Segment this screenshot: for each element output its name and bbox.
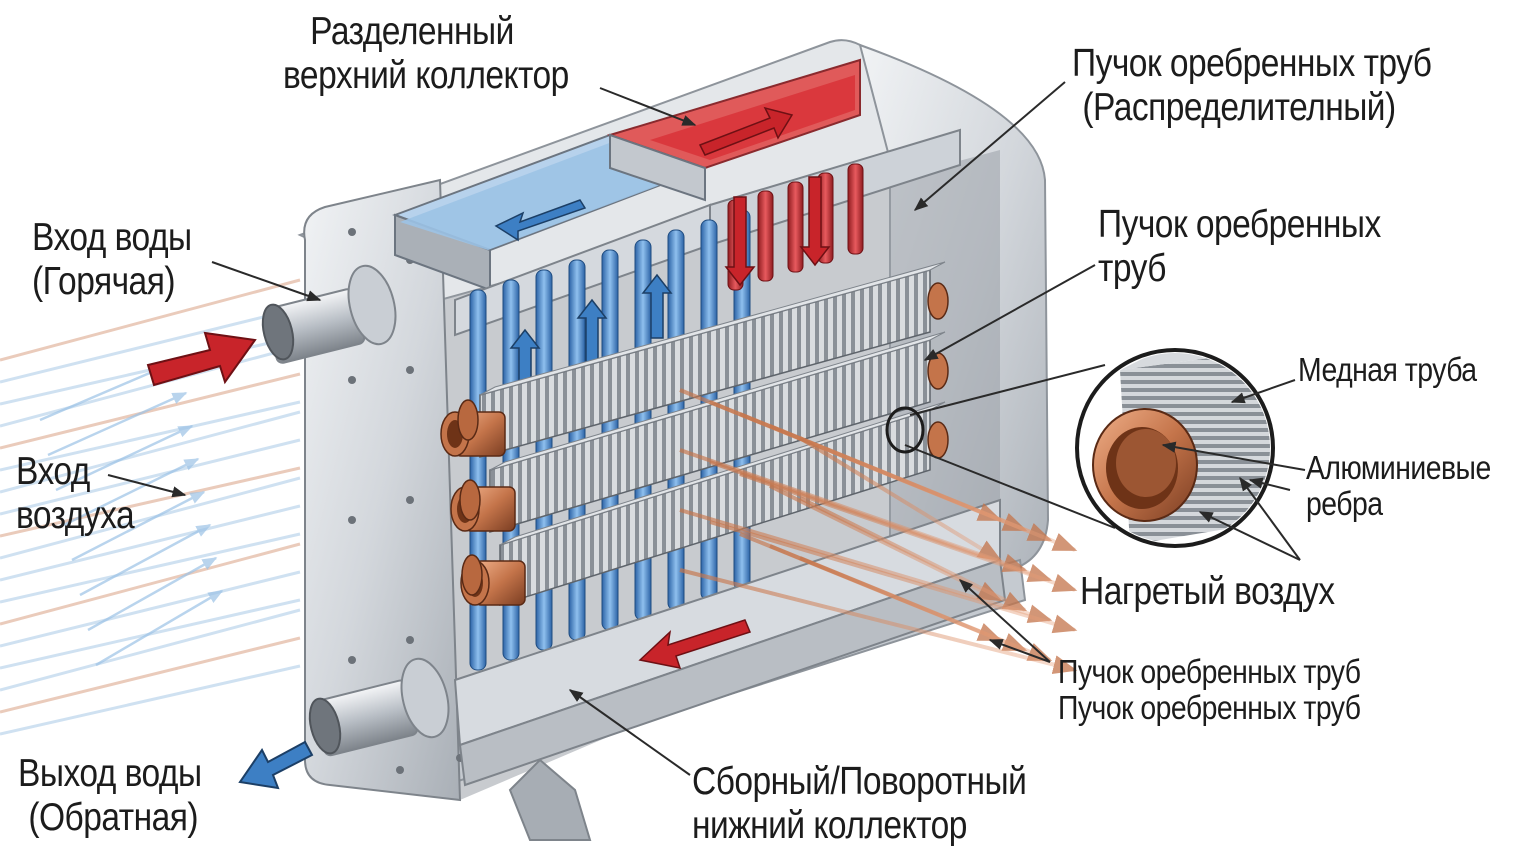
heated-air-streak — [799, 556, 1053, 662]
air-streak-arrow — [63, 457, 200, 527]
down-flow-arrow — [724, 196, 756, 287]
air-streak-arrow — [71, 490, 206, 562]
air-streak — [0, 344, 301, 428]
fin-bundle — [440, 261, 949, 607]
heated-air-streak — [739, 472, 1078, 593]
heated-air-streak — [709, 520, 1078, 634]
air-streak — [0, 400, 301, 472]
copper-tube-back-end — [927, 282, 949, 320]
label-air-in: Вход воздуха — [16, 450, 135, 537]
collector-partition — [609, 133, 706, 202]
down-flow-arrow — [799, 176, 831, 267]
fin-row-top — [479, 261, 946, 396]
air-streak — [0, 476, 301, 560]
copper-tube-end-rear — [459, 479, 481, 521]
air-streak — [0, 306, 301, 384]
label-bottom-collector: Сборный/Поворотный нижний коллектор — [692, 760, 1027, 847]
return-flow-arrow-bottom — [638, 619, 752, 669]
air-streak — [0, 466, 301, 538]
air-inflow-streaks — [0, 278, 301, 736]
copper-tube-end-rear — [461, 554, 483, 596]
upper-collector — [392, 58, 961, 337]
copper-tube-back-end — [927, 421, 949, 459]
label-top-collector: Разделенный верхний коллектор — [283, 10, 569, 97]
air-streak-arrow — [79, 523, 212, 597]
heated-air-streak — [679, 508, 1053, 624]
air-streak-arrow — [47, 391, 188, 457]
heated-air-streak — [798, 436, 1003, 562]
bolt — [348, 656, 356, 664]
hot-down-tube — [847, 163, 864, 255]
air-streak-arrow — [55, 424, 194, 492]
hot-water-inlet-arrow — [146, 331, 257, 387]
hot-flow-arrow-top — [698, 106, 794, 156]
air-streak — [0, 570, 301, 648]
bolt — [348, 376, 356, 384]
air-streak — [0, 608, 301, 692]
detail-source-ring — [885, 406, 925, 454]
label-fin-bundle-bottom: Пучок оребрeнных труб Пучок оребренных т… — [1058, 653, 1361, 726]
copper-tube-end-rear — [457, 399, 479, 441]
heated-air-streak — [799, 496, 1028, 612]
label-water-in: Вход воды (Горячая) — [32, 216, 192, 303]
air-streak — [0, 664, 301, 736]
water-outlet-arrow — [238, 740, 314, 790]
label-fin-bundle-distribution: Пучок оребренных труб (Распределителный) — [1072, 42, 1432, 129]
leader-lines — [107, 81, 1306, 776]
copper-tube-back-end — [927, 352, 949, 390]
label-aluminum-fins: Алюминиевые ребра — [1306, 449, 1491, 522]
bolt — [348, 228, 356, 236]
air-streak — [0, 542, 301, 626]
hot-water-inlet-pipe — [261, 264, 397, 364]
air-streak-arrow — [87, 556, 218, 632]
up-flow-arrow — [641, 273, 673, 339]
label-heated-air: Нагретый воздух — [1080, 570, 1335, 613]
bolt — [406, 636, 414, 644]
bolt — [396, 766, 404, 774]
hot-down-tube — [787, 181, 804, 273]
bolt — [348, 516, 356, 524]
heated-air-streak — [679, 568, 1078, 675]
air-streak — [0, 636, 301, 714]
fin-row-top — [499, 401, 946, 546]
bolt — [406, 496, 414, 504]
air-streak — [0, 532, 301, 604]
label-fin-bundle: Пучок оребренных труб — [1098, 203, 1381, 290]
heated-air-streak — [769, 424, 1078, 552]
fin-row-top — [489, 331, 946, 471]
water-outlet-pipe — [308, 657, 450, 757]
base-foot — [508, 758, 592, 841]
bolt — [406, 366, 414, 374]
hot-water-pool — [650, 75, 855, 160]
air-streak — [0, 372, 301, 450]
air-streak — [0, 410, 301, 494]
label-water-out: Выход воды (Обратная) — [18, 752, 202, 839]
heated-air-streaks — [679, 388, 1078, 675]
air-streak — [0, 438, 301, 516]
air-streak — [0, 504, 301, 582]
flow-arrows — [146, 106, 794, 790]
label-copper-tube: Медная труба — [1298, 351, 1477, 388]
air-streak-arrow — [95, 589, 224, 667]
cold-flow-arrow-top — [494, 199, 587, 242]
air-streak — [0, 278, 301, 362]
hot-down-tube — [757, 190, 774, 282]
